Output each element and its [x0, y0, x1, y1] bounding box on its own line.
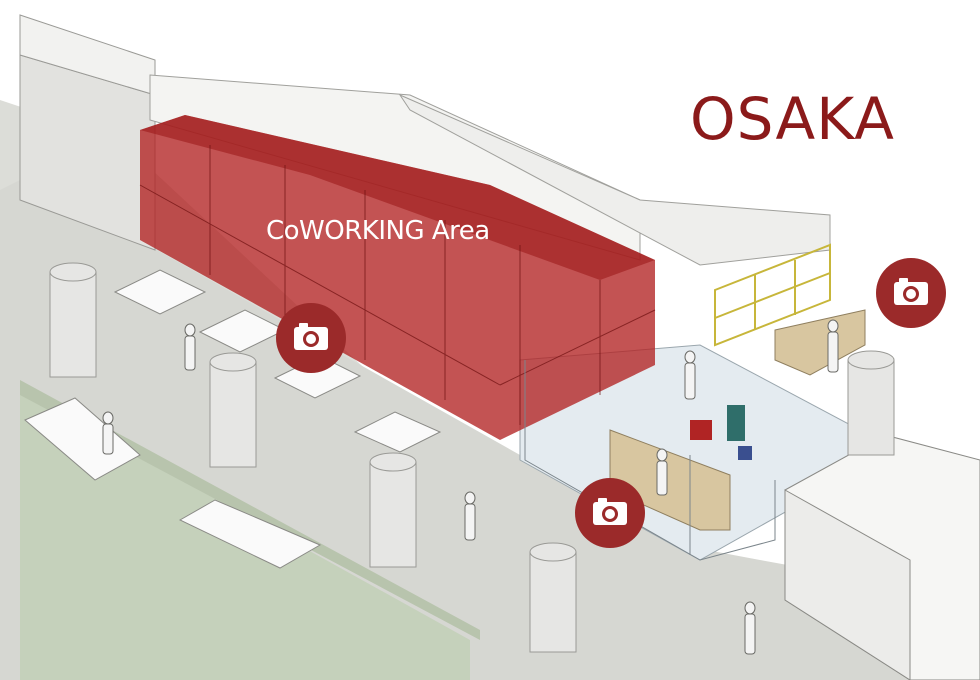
coworking-area-label: CoWORKING Area [266, 216, 490, 246]
shop-glass-outline [524, 360, 776, 561]
grass-edge [20, 380, 480, 640]
outdoor-furniture [24, 269, 442, 569]
camera-badge-shop[interactable] [876, 258, 946, 328]
teal-panel [727, 405, 745, 441]
coworking-volume [139, 115, 656, 440]
blue-box [738, 446, 752, 460]
camera-icon [593, 498, 627, 525]
people [102, 319, 839, 655]
yellow-frame [714, 243, 831, 347]
camera-icon [894, 278, 928, 305]
right-building-front [784, 489, 911, 680]
red-box [690, 420, 712, 440]
columns [49, 262, 895, 653]
camera-badge-coworking[interactable] [276, 303, 346, 373]
city-title: OSAKA [690, 85, 895, 153]
camera-badge-cafe[interactable] [575, 478, 645, 548]
camera-icon [294, 323, 328, 350]
